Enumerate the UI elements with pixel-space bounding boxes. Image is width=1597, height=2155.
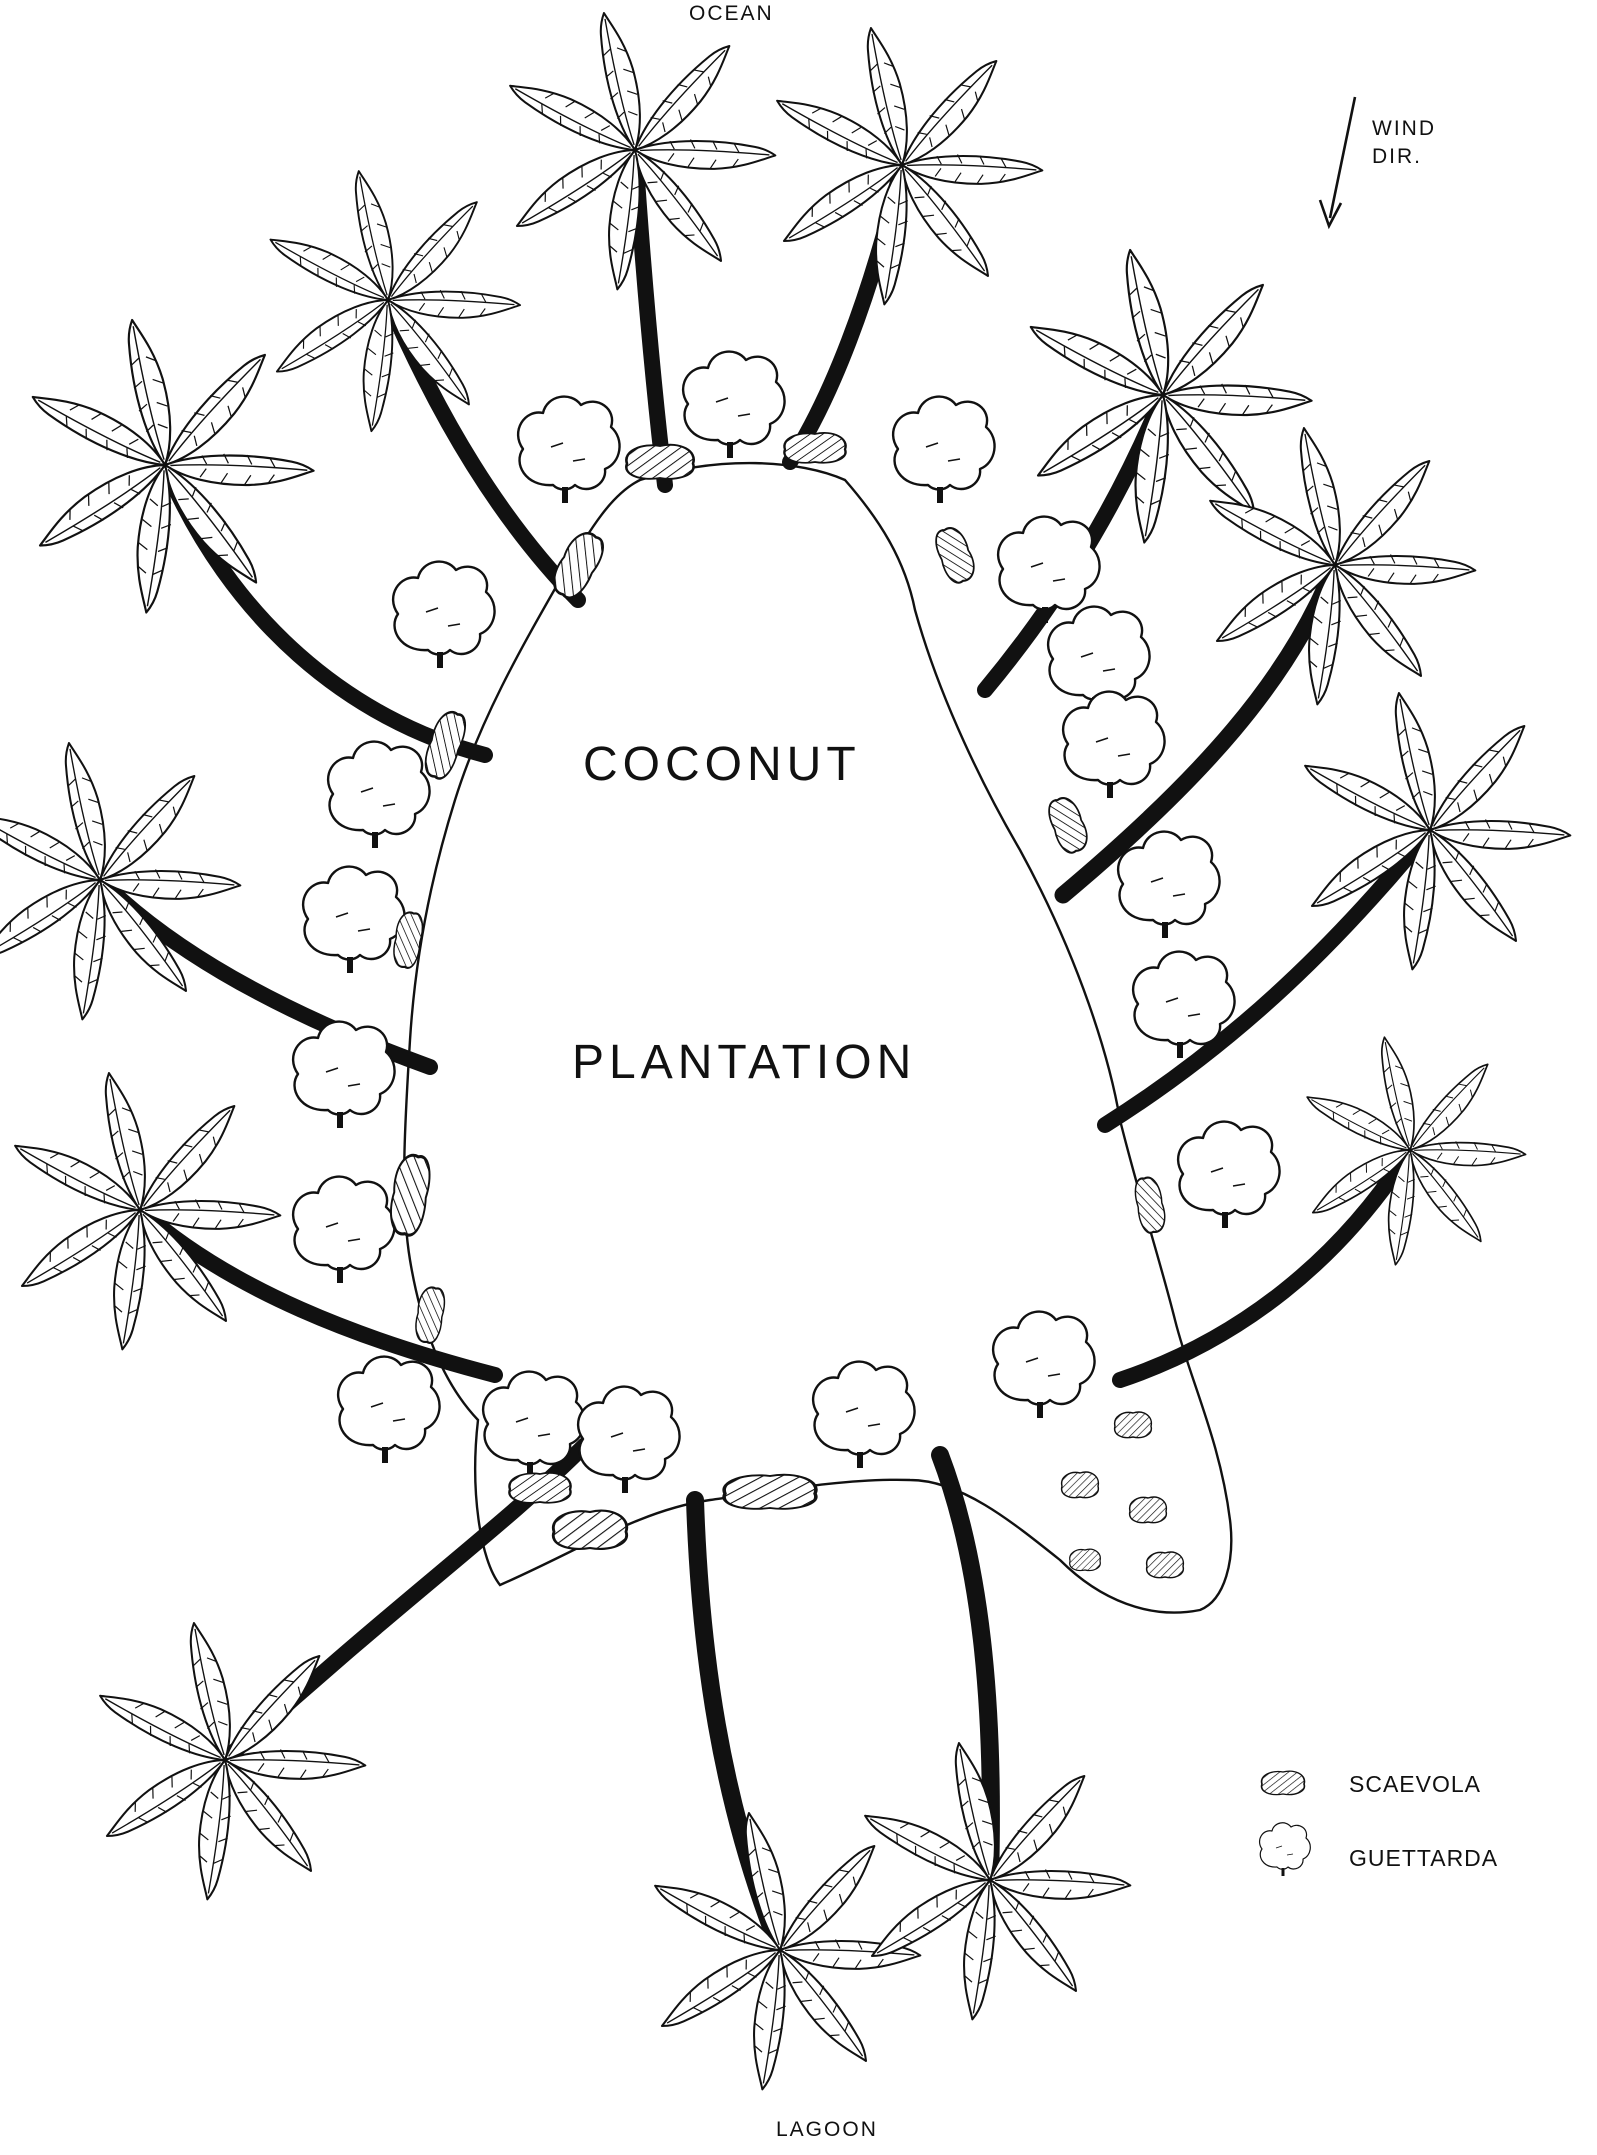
scaevola-legend-icon bbox=[1262, 1771, 1305, 1794]
coconut-palm-icon bbox=[266, 168, 521, 433]
legend-scaevola-label: SCAEVOLA bbox=[1349, 1771, 1481, 1798]
scaevola-shrub-icon bbox=[553, 1511, 626, 1549]
scaevola-shrub-icon bbox=[784, 433, 845, 463]
wind-direction-arrow-icon bbox=[1320, 97, 1355, 226]
wind-direction-label: WIND DIR. bbox=[1372, 115, 1436, 171]
guettarda-tree-icon bbox=[338, 1357, 439, 1463]
guettarda-tree-icon bbox=[518, 397, 619, 503]
guettarda-tree-icon bbox=[683, 352, 784, 458]
guettarda-tree-icon bbox=[303, 867, 404, 973]
scaevola-shrub-icon bbox=[1147, 1552, 1184, 1578]
guettarda-tree-icon bbox=[393, 562, 494, 668]
scaevola-shrub-icon bbox=[1062, 1472, 1099, 1498]
scaevola-shrub-icon bbox=[932, 524, 979, 586]
coconut-palm-icon bbox=[1303, 1034, 1526, 1266]
legend-guettarda-label: GUETTARDA bbox=[1349, 1845, 1498, 1872]
guettarda-tree-icon bbox=[1118, 832, 1219, 938]
scaevola-shrub-icon bbox=[724, 1475, 816, 1509]
coconut-label: COCONUT bbox=[583, 737, 861, 792]
wind-label-line1: WIND bbox=[1372, 115, 1436, 143]
scaevola-shrub-icon bbox=[509, 1473, 570, 1503]
coconut-palm-icon bbox=[772, 25, 1043, 306]
guettarda-tree-icon bbox=[893, 397, 994, 503]
coconut-palm-icon bbox=[28, 316, 315, 614]
coconut-palm-icon bbox=[0, 740, 241, 1021]
lagoon-label: LAGOON bbox=[776, 2118, 878, 2142]
ocean-label: OCEAN bbox=[689, 2, 774, 26]
guettarda-tree-icon bbox=[998, 517, 1099, 623]
plantation-label: PLANTATION bbox=[572, 1035, 916, 1090]
scaevola-shrub-icon bbox=[626, 445, 693, 479]
scaevola-shrub-icon bbox=[1130, 1497, 1167, 1523]
coconut-palm-icon bbox=[10, 1070, 281, 1351]
scaevola-shrub-icon bbox=[1045, 794, 1092, 856]
guettarda-tree-icon bbox=[293, 1022, 394, 1128]
scaevola-shrub-icon bbox=[1115, 1412, 1152, 1438]
coconut-palm-icon bbox=[1205, 425, 1476, 706]
guettarda-tree-icon bbox=[328, 742, 429, 848]
guettarda-tree-icon bbox=[1063, 692, 1164, 798]
guettarda-tree-icon bbox=[1178, 1122, 1279, 1228]
guettarda-tree-icon bbox=[293, 1177, 394, 1283]
scaevola-shrub-icon bbox=[1070, 1549, 1101, 1570]
guettarda-legend-icon bbox=[1260, 1823, 1311, 1876]
wind-label-line2: DIR. bbox=[1372, 143, 1436, 171]
legend bbox=[1260, 1771, 1311, 1876]
coconut-palm-icon bbox=[1026, 246, 1313, 544]
